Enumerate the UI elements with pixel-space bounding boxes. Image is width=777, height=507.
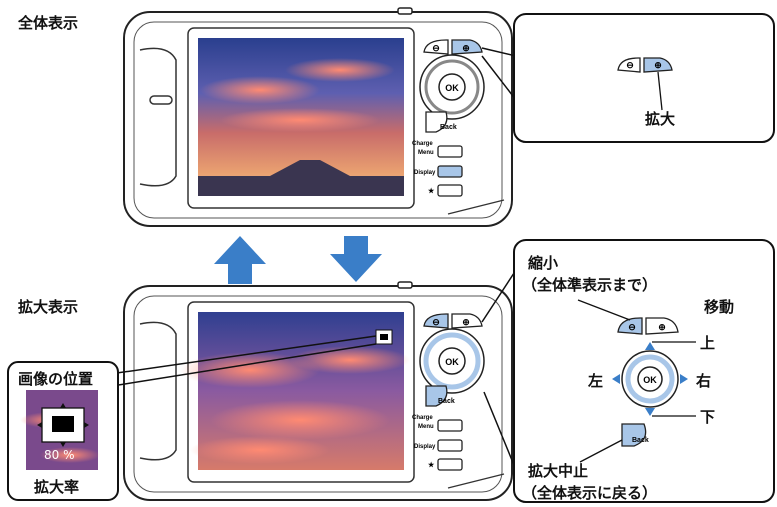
label-up: 上 bbox=[700, 334, 716, 352]
device-top: ⊖ ⊕ OK Back Charge Menu Display ★ bbox=[123, 7, 513, 227]
svg-text:★: ★ bbox=[428, 187, 435, 195]
callout-zoom-box: ⊖ ⊕ bbox=[513, 13, 775, 143]
svg-text:⊕: ⊕ bbox=[658, 322, 666, 332]
label-zoom-in: 拡大 bbox=[645, 110, 676, 128]
label-right: 右 bbox=[696, 372, 712, 390]
svg-text:Menu: Menu bbox=[418, 424, 434, 430]
svg-text:⊕: ⊕ bbox=[462, 317, 470, 327]
svg-text:⊖: ⊖ bbox=[432, 43, 440, 53]
svg-text:Back: Back bbox=[438, 398, 455, 405]
svg-text:Display: Display bbox=[414, 170, 436, 176]
svg-text:★: ★ bbox=[428, 461, 435, 469]
callout-connector-top bbox=[481, 47, 517, 101]
svg-text:Back: Back bbox=[440, 124, 457, 131]
device-bottom: ⊖ ⊕ OK Back Charge Menu Display ★ bbox=[123, 281, 513, 501]
svg-text:⊖: ⊖ bbox=[432, 317, 440, 327]
label-shrink-note: （全体準表示まで） bbox=[522, 276, 658, 294]
label-shrink: 縮小 bbox=[528, 254, 559, 272]
left-arrow-icon bbox=[612, 374, 620, 384]
label-full-view: 全体表示 bbox=[18, 14, 79, 32]
callout-controls-box: ⊖ ⊕ OK Back bbox=[513, 239, 775, 503]
label-left: 左 bbox=[588, 372, 604, 390]
arrow-up-icon bbox=[214, 236, 266, 284]
label-zoom-view: 拡大表示 bbox=[18, 298, 79, 316]
svg-text:⊖: ⊖ bbox=[626, 60, 634, 70]
label-down: 下 bbox=[700, 408, 716, 426]
label-cancel-note: （全体表示に戻る） bbox=[522, 484, 658, 502]
label-image-position: 画像の位置 bbox=[18, 370, 94, 388]
svg-text:Menu: Menu bbox=[418, 150, 434, 156]
right-arrow-icon bbox=[680, 374, 688, 384]
label-cancel-zoom: 拡大中止 bbox=[528, 462, 589, 480]
svg-text:⊕: ⊕ bbox=[654, 60, 662, 70]
svg-text:OK: OK bbox=[445, 357, 459, 367]
label-zoom-percent: 80 % bbox=[44, 448, 75, 462]
down-arrow-icon bbox=[645, 408, 655, 416]
svg-text:Back: Back bbox=[632, 437, 649, 444]
transition-arrows bbox=[214, 236, 382, 284]
ok-label-top: OK bbox=[445, 83, 459, 93]
position-inset bbox=[7, 335, 377, 501]
svg-text:Charge: Charge bbox=[412, 141, 433, 147]
arrow-down-icon bbox=[330, 236, 382, 282]
callout-connector-bottom bbox=[481, 269, 517, 471]
svg-text:Charge: Charge bbox=[412, 415, 433, 421]
label-zoom-ratio: 拡大率 bbox=[34, 478, 80, 496]
svg-text:OK: OK bbox=[643, 375, 657, 385]
svg-text:Display: Display bbox=[414, 444, 436, 450]
up-arrow-icon bbox=[645, 342, 655, 350]
zoom-buttons-top: ⊖ ⊕ bbox=[423, 39, 483, 55]
label-move: 移動 bbox=[704, 298, 735, 316]
svg-text:⊖: ⊖ bbox=[628, 322, 636, 332]
svg-text:⊕: ⊕ bbox=[462, 43, 470, 53]
